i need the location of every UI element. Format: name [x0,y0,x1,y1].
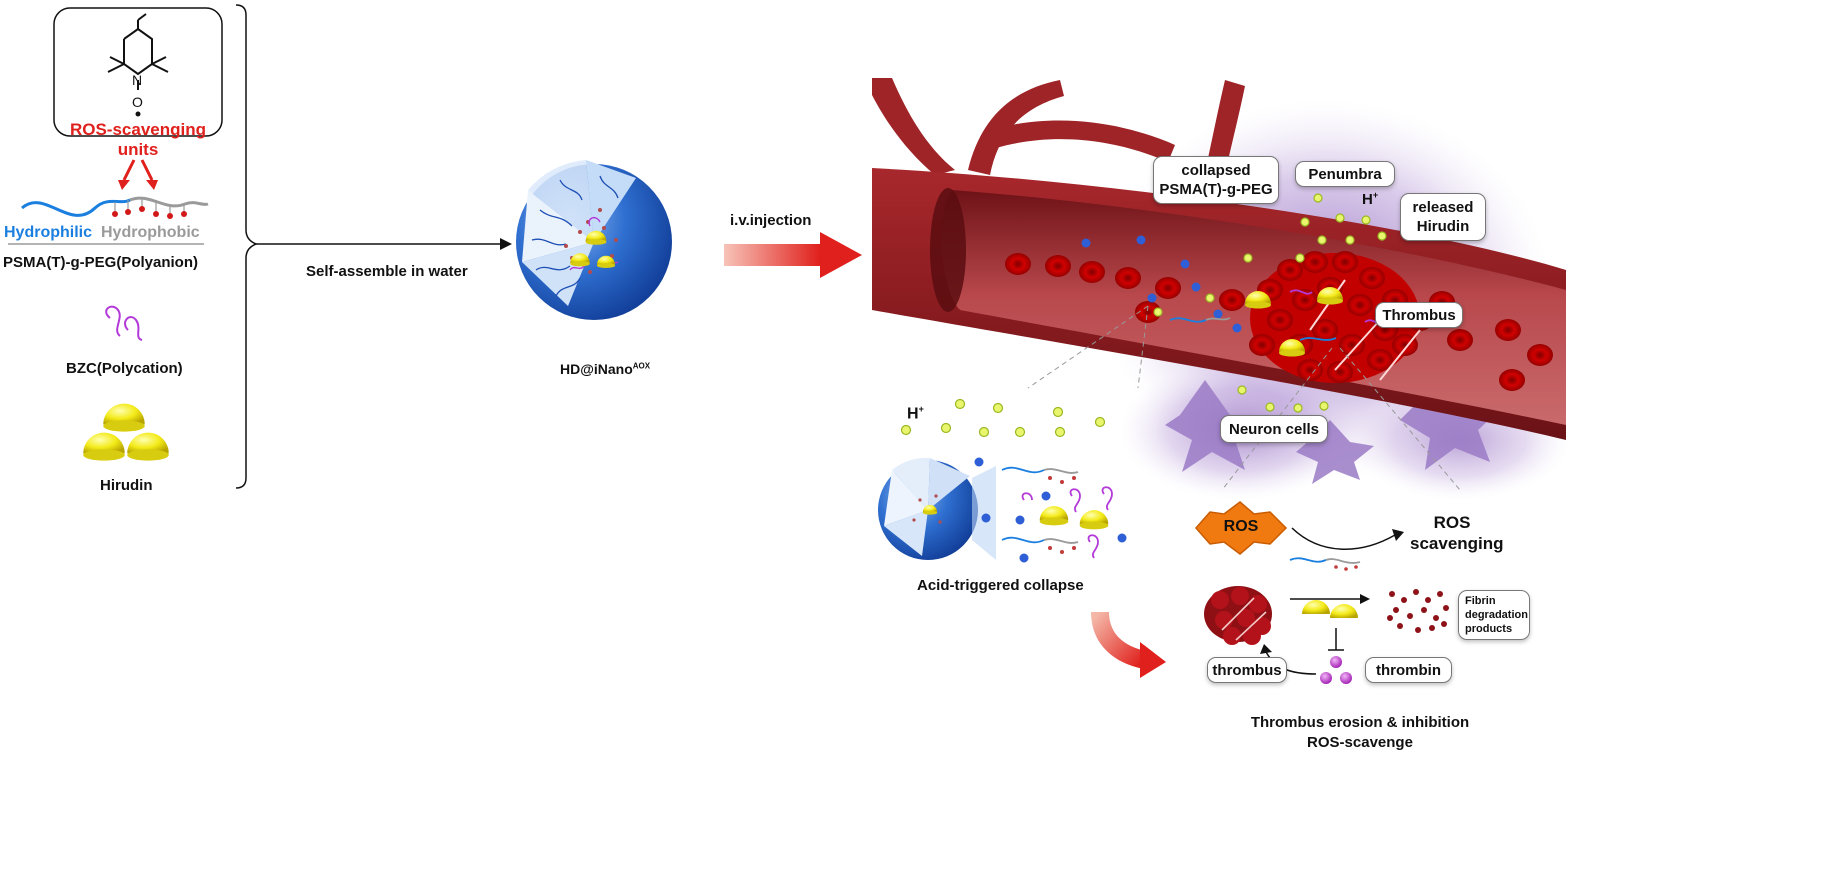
acid-h-letter: H [907,405,919,423]
vessel-h-letter: H [1362,191,1373,208]
psma-label: PSMA(T)-g-PEG(Polyanion) [3,254,198,271]
ros-units-label: ROS-scavenging units [69,120,207,159]
acid-panel-caption: Acid-triggered collapse [917,577,1084,594]
ros-panel-caption-line1: Thrombus erosion & inhibition [1250,714,1470,731]
acid-h-sup: + [918,404,924,414]
acid-panel-beads [900,398,1106,438]
free-polymer-chains [1169,289,1387,341]
injection-arrow-body [724,244,820,266]
ros-arrows [118,159,158,190]
lumen-green-beads [1153,253,1305,317]
zoom-guide-lines [1027,305,1461,491]
thrombin-label-tag: thrombin [1365,657,1452,683]
acid-panel-h-plus: H+ [907,404,924,423]
radical-dot [135,111,141,117]
neuron-cells-tag: Neuron cells [1220,415,1328,443]
bzc-strands [105,305,143,341]
vessel-h-sup: + [1372,190,1379,200]
bzc-label: BZC(Polycation) [66,360,183,377]
released-hirudin-tag: released Hirudin [1400,193,1486,241]
ros-panel-caption-line2: ROS-scavenge [1307,734,1413,751]
grouping-bracket [235,4,259,489]
injection-arrow-head [820,232,862,278]
atom-o-label: O [132,94,143,110]
thrombus-tag: Thrombus [1375,302,1463,328]
curved-next-arrow [1091,611,1148,669]
nanoparticle-superscript: AOX [632,361,651,371]
nanoparticle-name: HD@iNano [560,361,633,377]
atom-n-label: N [132,72,143,88]
hydrophilic-label: Hydrophilic [4,224,93,241]
ros-badge-label: ROS [1223,518,1259,535]
psma-polymer-chain [21,196,209,219]
hydrophobic-label: Hydrophobic [101,224,200,241]
collapsing-nanoparticle [878,457,996,560]
thrombus-label-tag: thrombus [1207,657,1287,683]
blood-vessel-branches [872,78,1245,175]
hirudin-cluster [83,403,169,461]
self-assemble-label: Self-assemble in water [306,263,468,280]
molecule-frame [53,7,223,137]
fibrin-products-tag: Fibrin degradation products [1458,590,1530,640]
nanoparticle-sphere [516,160,672,320]
tempo-molecule-structure [107,13,169,90]
vessel-h-plus: H+ [1362,190,1378,208]
curved-next-arrow-head [1140,642,1166,678]
acid-panel-fragments [974,457,1127,563]
injection-label: i.v.injection [730,212,812,229]
vessel-opening [930,188,966,312]
penumbra-green-beads [1237,193,1387,413]
collapsed-polymer-tag: collapsed PSMA(T)-g-PEG [1153,156,1279,204]
ros-scavenging-label: ROS scavenging [1410,513,1504,553]
penumbra-tag: Penumbra [1295,161,1395,187]
nanoparticle-label: HD@iNanoAOX [560,361,650,377]
hirudin-label: Hirudin [100,477,153,494]
assemble-arrow-head [500,238,512,250]
blue-bzc-beads [1081,235,1242,333]
